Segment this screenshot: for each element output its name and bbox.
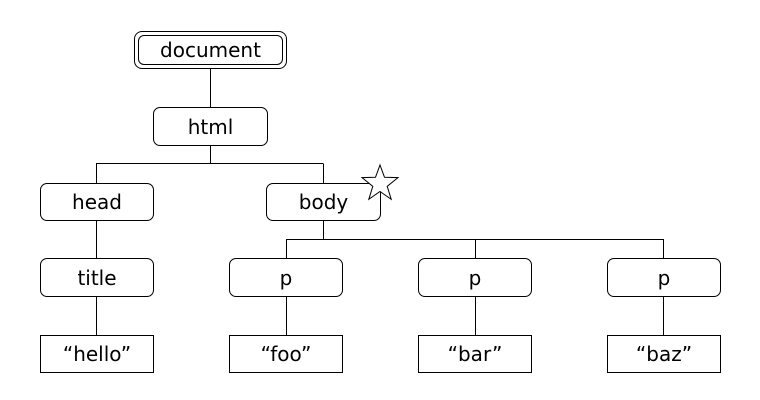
head-node: head: [40, 183, 154, 221]
head-label: head: [72, 190, 122, 214]
text-label-hello: “hello”: [62, 342, 132, 366]
p-node-2: p: [418, 258, 532, 297]
p-label-2: p: [468, 265, 482, 290]
document-node: document: [134, 31, 287, 69]
p-label-3: p: [657, 265, 671, 290]
body-label: body: [298, 190, 349, 214]
title-node: title: [40, 258, 154, 297]
text-label-bar: “bar”: [447, 342, 503, 366]
html-label: html: [187, 114, 234, 139]
text-node-bar: “bar”: [418, 335, 532, 373]
text-node-hello: “hello”: [40, 335, 154, 373]
text-label-foo: “foo”: [260, 342, 312, 366]
document-label: document: [160, 38, 261, 62]
p-label-1: p: [279, 265, 293, 290]
title-label: title: [77, 265, 117, 290]
text-node-foo: “foo”: [229, 335, 343, 373]
body-node: body: [266, 183, 381, 221]
text-label-baz: “baz”: [635, 342, 693, 366]
p-node-1: p: [229, 258, 343, 297]
text-node-baz: “baz”: [607, 335, 721, 373]
p-node-3: p: [607, 258, 721, 297]
html-node: html: [153, 107, 268, 146]
